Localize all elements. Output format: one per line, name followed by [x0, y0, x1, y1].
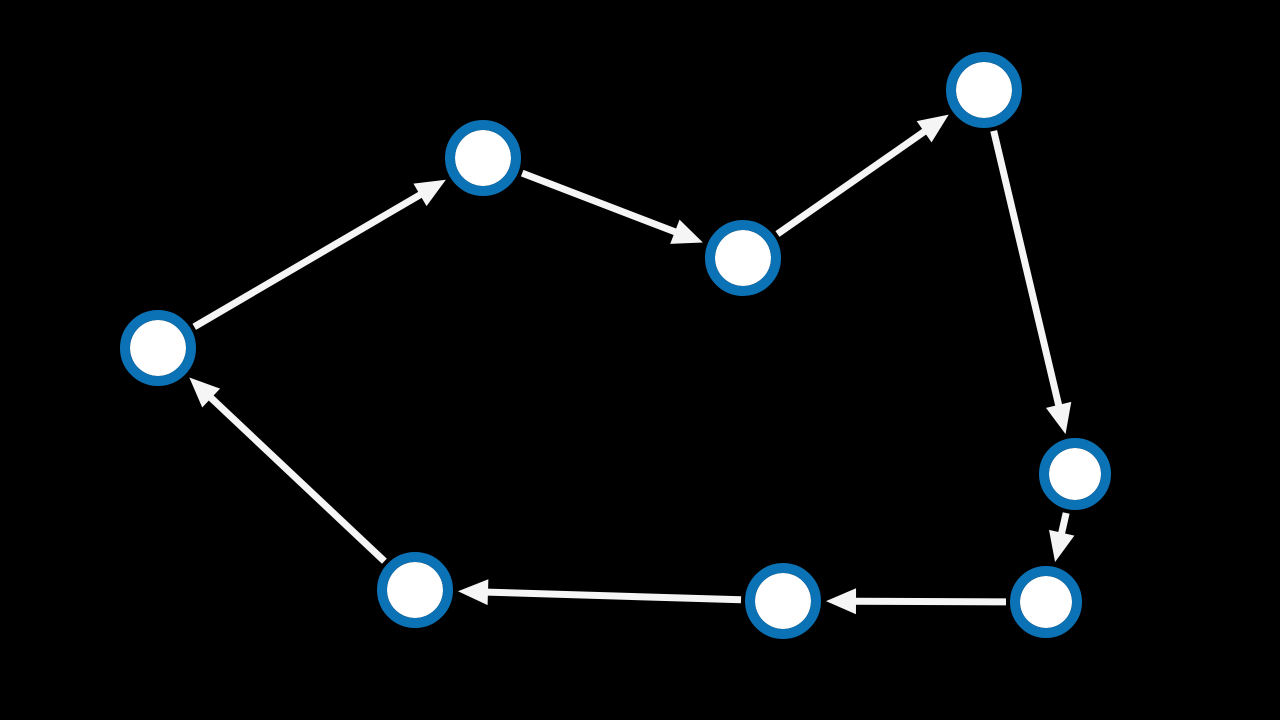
arrowhead-icon-n1-to-n2 — [413, 179, 446, 207]
node-core — [1020, 576, 1072, 628]
graph-edge-n1-to-n2 — [192, 191, 423, 330]
graph-edge-n4-to-n5 — [990, 130, 1063, 407]
graph-edge-n6-to-n7 — [854, 597, 1007, 606]
graph-node-n5[interactable] — [1039, 438, 1111, 510]
node-ring — [946, 52, 1022, 128]
arrowhead-icon-n3-to-n4 — [916, 114, 949, 143]
node-core — [956, 62, 1012, 118]
graph-node-n3[interactable] — [705, 220, 781, 296]
graph-node-n1[interactable] — [120, 310, 196, 386]
graph-edge-n5-to-n6 — [1058, 512, 1070, 535]
graph-node-n8[interactable] — [377, 552, 453, 628]
node-ring — [377, 552, 453, 628]
arrowhead-icon-n8-to-n1 — [189, 377, 221, 408]
node-ring — [120, 310, 196, 386]
arrowhead-icon-n2-to-n3 — [670, 219, 703, 244]
node-ring — [1039, 438, 1111, 510]
node-core — [715, 230, 771, 286]
graph-edge-n8-to-n1 — [208, 394, 387, 564]
arrowhead-icon-n7-to-n8 — [457, 579, 489, 606]
graph-node-n2[interactable] — [445, 120, 521, 196]
arrowhead-icon-n6-to-n7 — [826, 588, 857, 615]
graph-edge-n2-to-n3 — [520, 169, 678, 236]
node-core — [1049, 448, 1101, 500]
node-ring — [1010, 566, 1082, 638]
edges-layer — [189, 114, 1075, 615]
node-ring — [745, 563, 821, 639]
node-core — [130, 320, 186, 376]
arrowhead-icon-n4-to-n5 — [1045, 401, 1072, 435]
node-ring — [445, 120, 521, 196]
node-ring — [705, 220, 781, 296]
graph-node-n6[interactable] — [1010, 566, 1082, 638]
graph-node-n7[interactable] — [745, 563, 821, 639]
graph-node-n4[interactable] — [946, 52, 1022, 128]
node-core — [755, 573, 811, 629]
graph-edge-n3-to-n4 — [775, 128, 927, 237]
node-core — [387, 562, 443, 618]
nodes-layer — [120, 52, 1111, 639]
graph-edge-n7-to-n8 — [486, 588, 742, 604]
arrowhead-icon-n5-to-n6 — [1049, 529, 1075, 563]
node-core — [455, 130, 511, 186]
